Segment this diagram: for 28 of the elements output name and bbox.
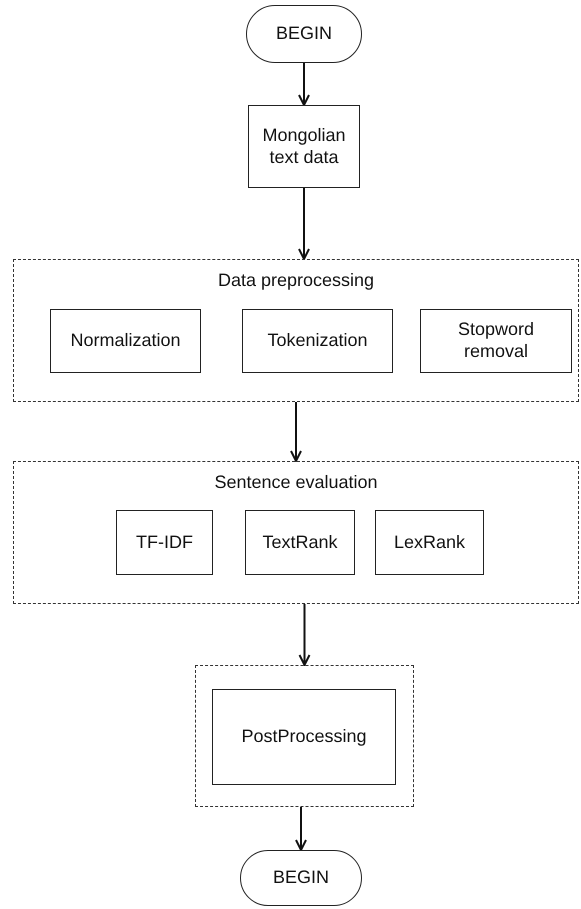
node-label: LexRank xyxy=(392,532,466,554)
node-label: Mongolian text data xyxy=(261,124,347,168)
group-title: Sentence evaluation xyxy=(213,472,379,494)
dashed-group-box xyxy=(195,665,414,807)
process-box xyxy=(420,309,572,373)
arrow xyxy=(298,63,310,106)
process-box xyxy=(50,309,201,373)
node-label: PostProcessing xyxy=(240,726,368,748)
node-label: Normalization xyxy=(69,330,182,352)
process-box xyxy=(116,510,213,575)
process-box xyxy=(375,510,484,575)
arrow xyxy=(298,188,310,260)
node-label: TF-IDF xyxy=(135,532,194,554)
node-label: BEGIN xyxy=(272,867,330,889)
arrow xyxy=(295,807,307,851)
process-box xyxy=(248,105,360,188)
dashed-group-box xyxy=(13,259,579,402)
process-box xyxy=(242,309,393,373)
arrow xyxy=(298,604,310,666)
process-box xyxy=(245,510,355,575)
dashed-group-box xyxy=(13,461,579,604)
arrow xyxy=(290,402,302,462)
group-title: Data preprocessing xyxy=(216,270,376,292)
node-label: TextRank xyxy=(261,532,339,554)
node-label: BEGIN xyxy=(274,23,333,45)
node-label: Stopword removal xyxy=(456,319,536,363)
node-label: Tokenization xyxy=(266,330,369,352)
process-box xyxy=(212,689,396,785)
